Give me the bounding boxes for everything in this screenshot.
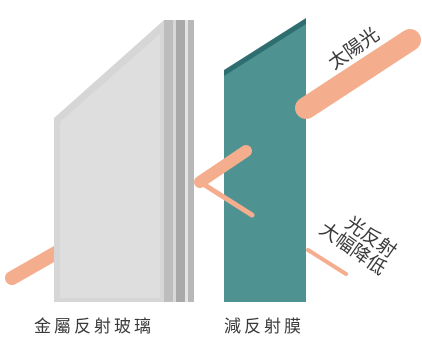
glass-edge-shine <box>185 20 188 302</box>
glass-caption: 金屬反射玻璃 <box>34 317 154 337</box>
sunlight-beam <box>295 29 421 119</box>
film-caption: 減反射膜 <box>224 317 304 337</box>
reflected-beam-outer <box>306 248 348 276</box>
glass-edge-inner <box>173 20 176 302</box>
film-top-edge <box>224 18 306 76</box>
transmitted-beam <box>194 145 252 188</box>
glass-edge-back <box>176 20 185 302</box>
anti-reflection-film <box>224 18 306 302</box>
glass-edge-rear <box>188 20 194 302</box>
glass-edge-outer <box>164 20 173 302</box>
film-face <box>224 22 306 302</box>
reflected-beam <box>197 179 255 218</box>
glass-face-highlight <box>60 34 160 298</box>
metal-reflective-glass <box>54 20 194 302</box>
